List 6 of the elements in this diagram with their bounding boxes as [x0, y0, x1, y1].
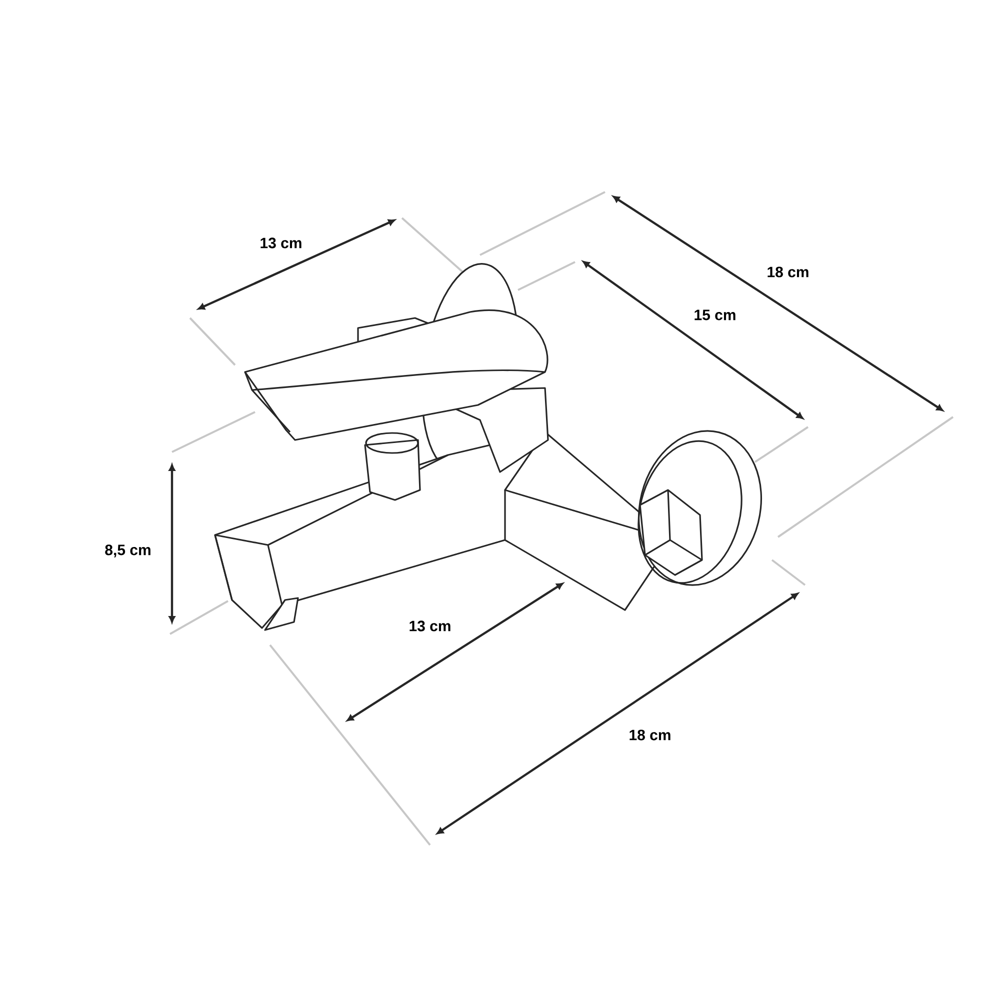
dimension-label: 8,5 cm — [105, 544, 150, 558]
dimension-label: 13 cm — [260, 238, 302, 248]
dimension-label: 15 cm — [694, 310, 736, 320]
dimension-label: 18 cm — [768, 266, 808, 278]
dimension-label: 18 cm — [630, 730, 670, 740]
dimension-label: 13 cm — [410, 620, 450, 632]
